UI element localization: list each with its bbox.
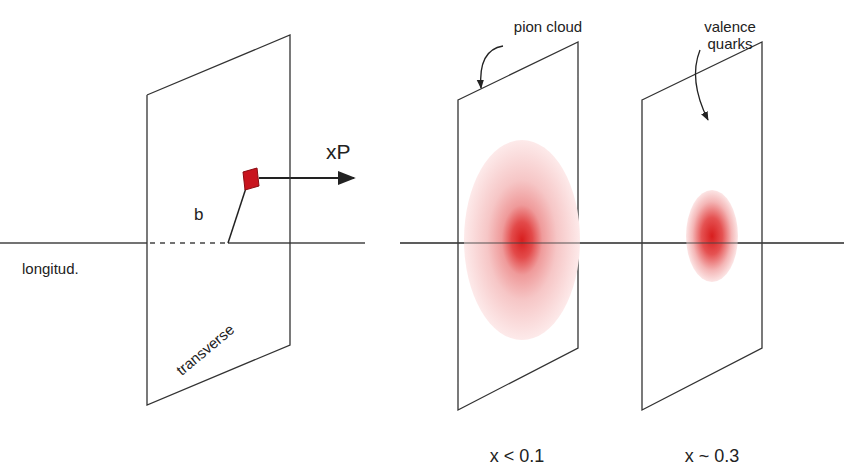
axis-line bbox=[0, 242, 147, 244]
axis-line bbox=[400, 242, 844, 244]
axis-line bbox=[400, 242, 844, 244]
momentum-label: xP bbox=[326, 140, 351, 164]
axis-dashed bbox=[150, 242, 226, 244]
axis-line bbox=[228, 242, 365, 244]
plane-label: transverse bbox=[173, 321, 238, 379]
parton-square bbox=[243, 168, 259, 190]
callout-label: valence quarks bbox=[690, 18, 770, 53]
valence-density bbox=[686, 190, 738, 282]
transverse-plane bbox=[642, 42, 762, 410]
caption-label: x ~ 0.3 bbox=[685, 446, 740, 467]
plane-fill bbox=[147, 35, 290, 405]
leader-line bbox=[696, 50, 709, 120]
plane-border bbox=[147, 35, 290, 405]
callout-label: pion cloud bbox=[508, 18, 588, 35]
plane-outline bbox=[145, 33, 292, 407]
axis-label: longitud. bbox=[22, 260, 79, 277]
vector-label: b bbox=[194, 205, 203, 225]
momentum-arrow bbox=[259, 177, 354, 179]
pion-cloud-density bbox=[464, 140, 580, 340]
transverse-plane: transverse bbox=[145, 33, 292, 407]
impact-vector bbox=[228, 188, 246, 243]
caption-label: x < 0.1 bbox=[490, 446, 545, 467]
leader-line bbox=[481, 46, 503, 88]
